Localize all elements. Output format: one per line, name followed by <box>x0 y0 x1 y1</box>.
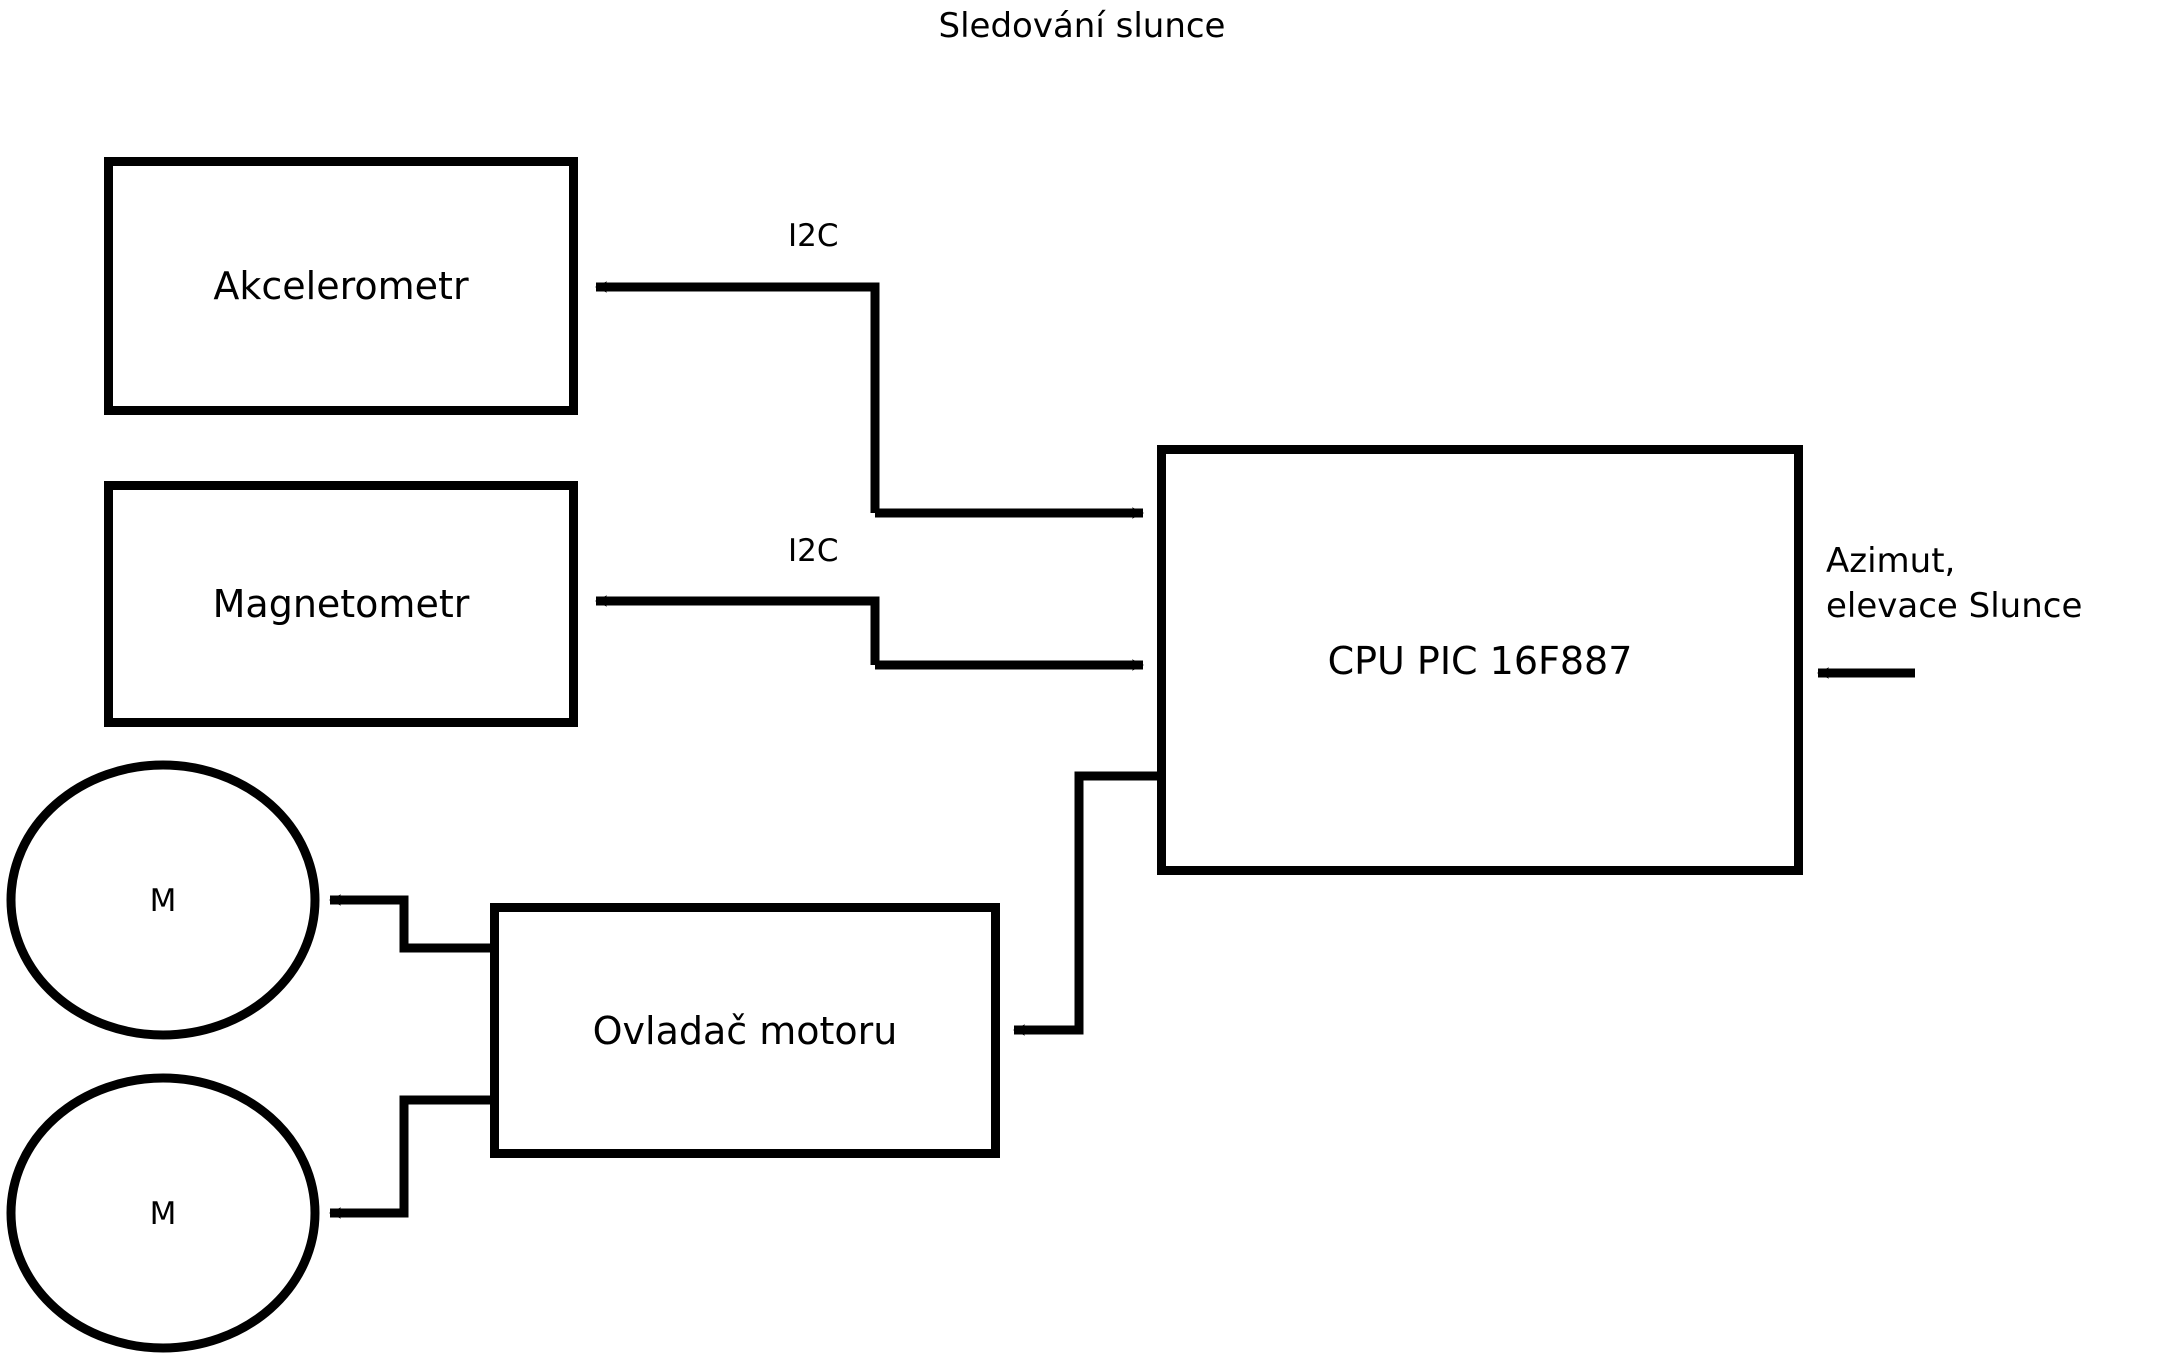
connector-cpu-to-magnetometr <box>595 595 880 665</box>
edge-label-i2c-magnetometr: I2C <box>788 533 839 569</box>
connector-cpu-to-ovladac <box>1013 771 1161 1036</box>
block-ovladac-motoru[interactable] <box>490 903 1000 1158</box>
sun-input-label-line2: elevace Slunce <box>1826 586 2083 626</box>
block-label-magnetometr: Magnetometr <box>212 582 470 626</box>
block-akcelerometr[interactable] <box>104 157 578 415</box>
block-label-motor-bottom: M <box>149 1196 177 1232</box>
connector-ovladac-to-motor-bottom <box>329 1095 494 1219</box>
block-label-motor-top: M <box>149 883 177 919</box>
block-magnetometr[interactable] <box>104 481 578 727</box>
connector-cpu-to-akcelerometr <box>595 281 880 513</box>
block-motor-top[interactable] <box>6 760 320 1040</box>
edge-label-i2c-akcelerometr: I2C <box>788 218 839 254</box>
block-cpu[interactable] <box>1157 445 1803 875</box>
block-motor-bottom[interactable] <box>6 1073 320 1353</box>
connector-ovladac-to-motor-top <box>329 894 494 953</box>
page-title: Sledování slunce <box>938 6 1226 46</box>
sun-input-label-line1: Azimut, <box>1826 541 1956 581</box>
block-label-ovladac-motoru: Ovladač motoru <box>592 1009 898 1053</box>
block-label-akcelerometr: Akcelerometr <box>213 264 469 308</box>
block-label-cpu: CPU PIC 16F887 <box>1327 639 1633 683</box>
